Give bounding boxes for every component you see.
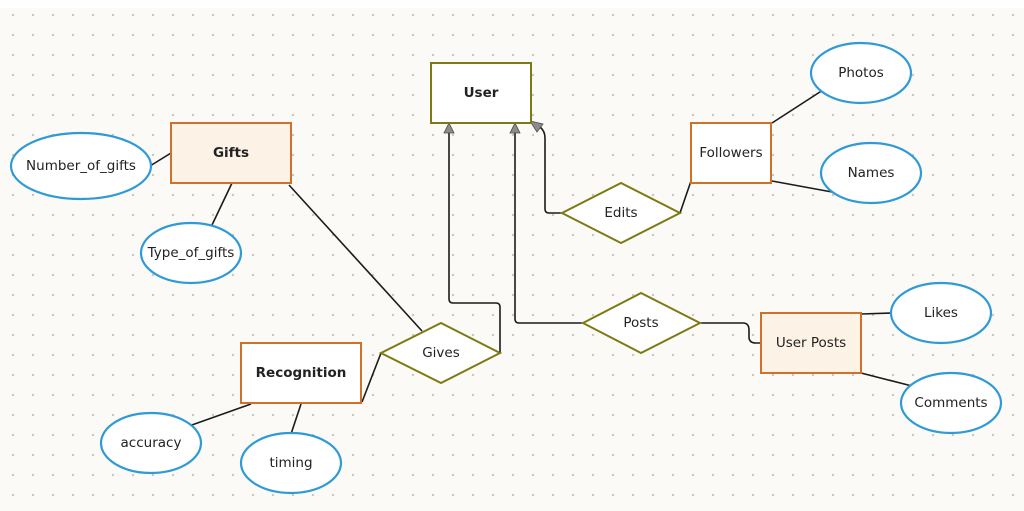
entity-followers[interactable]: Followers (690, 122, 772, 184)
entity-recognition-label: Recognition (256, 365, 347, 381)
entity-recognition[interactable]: Recognition (240, 342, 362, 404)
entity-gifts-label: Gifts (213, 145, 249, 161)
connector-gives-recognition (361, 352, 382, 403)
connector-gifts-type (211, 182, 233, 226)
relationship-gives-diamond (378, 321, 503, 385)
attribute-names-label: Names (848, 165, 895, 181)
attribute-type-of-gifts[interactable]: Type_of_gifts (139, 221, 243, 285)
connector-userposts-comments (860, 372, 913, 387)
arrowhead-posts-user-icon (509, 122, 521, 134)
entity-gifts-box (170, 122, 292, 184)
attribute-photos-label: Photos (838, 65, 884, 81)
connector-gifts-number (149, 152, 172, 167)
connector-gives-user (448, 128, 501, 353)
entity-recognition-box (240, 342, 362, 404)
attribute-accuracy-oval (99, 411, 203, 475)
attribute-type-of-gifts-oval (139, 221, 243, 285)
arrowheads (443, 120, 544, 134)
connector-edits-followers (679, 180, 692, 214)
attribute-timing[interactable]: timing (239, 431, 343, 495)
entity-user-box (430, 62, 532, 124)
connector-posts-user (514, 128, 583, 324)
attribute-names[interactable]: Names (819, 141, 923, 205)
attribute-likes-oval (889, 281, 993, 345)
connector-edits-user (532, 123, 562, 214)
relationship-posts[interactable]: Posts (580, 291, 703, 355)
attribute-accuracy-label: accuracy (121, 435, 182, 451)
attribute-comments[interactable]: Comments (899, 371, 1003, 435)
entity-followers-label: Followers (699, 145, 762, 161)
connector-posts-userposts (700, 322, 761, 344)
entity-gifts[interactable]: Gifts (170, 122, 292, 184)
connector-userposts-likes (860, 312, 893, 315)
attribute-comments-oval (899, 371, 1003, 435)
attribute-likes[interactable]: Likes (889, 281, 993, 345)
entity-user-posts-box (760, 312, 862, 374)
relationship-posts-diamond (580, 291, 703, 355)
relationship-posts-label: Posts (623, 315, 658, 331)
arrowhead-edits-user-icon (529, 120, 544, 133)
connector-recognition-timing (290, 403, 302, 435)
attribute-photos-oval (809, 41, 913, 105)
connector-followers-photos (771, 89, 824, 124)
attribute-type-of-gifts-label: Type_of_gifts (147, 245, 235, 261)
entity-user[interactable]: User (430, 62, 532, 124)
arrowhead-gives-user-icon (443, 122, 455, 134)
canvas-top-band (0, 0, 1024, 8)
attribute-likes-label: Likes (924, 305, 958, 321)
connector-gives-gifts (288, 184, 423, 332)
attribute-timing-oval (239, 431, 343, 495)
attribute-accuracy[interactable]: accuracy (99, 411, 203, 475)
relationship-gives-label: Gives (422, 345, 460, 361)
entity-user-posts[interactable]: User Posts (760, 312, 862, 374)
attribute-comments-label: Comments (914, 395, 987, 411)
attribute-photos[interactable]: Photos (809, 41, 913, 105)
entity-user-label: User (464, 85, 499, 101)
relationship-edits[interactable]: Edits (559, 181, 683, 245)
connectors (149, 89, 913, 435)
attribute-names-oval (819, 141, 923, 205)
entity-followers-box (690, 122, 772, 184)
relationship-edits-label: Edits (604, 205, 637, 221)
relationship-edits-diamond (559, 181, 683, 245)
attribute-number-of-gifts-oval (9, 131, 153, 201)
relationship-gives[interactable]: Gives (378, 321, 503, 385)
entity-user-posts-label: User Posts (776, 335, 846, 351)
connector-followers-names (771, 180, 833, 193)
attribute-timing-label: timing (269, 455, 312, 471)
connector-recognition-accuracy (188, 403, 252, 427)
attribute-number-of-gifts[interactable]: Number_of_gifts (9, 131, 153, 201)
attribute-number-of-gifts-label: Number_of_gifts (26, 158, 136, 174)
